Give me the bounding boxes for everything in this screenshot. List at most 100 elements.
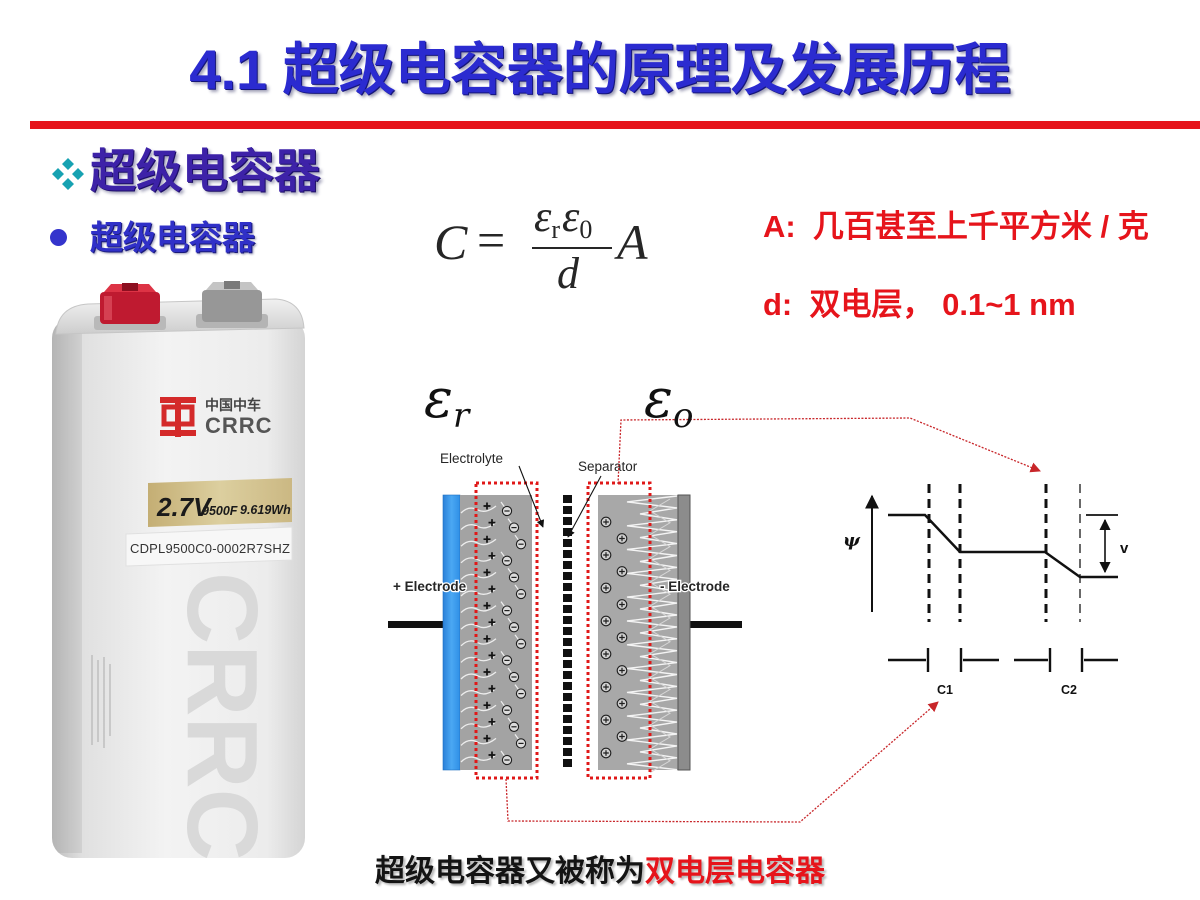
positive-charge-mark xyxy=(488,552,496,560)
negative-electrode-plate xyxy=(677,494,691,771)
watermark-clip: CRRC xyxy=(166,572,278,861)
potential-profile-diagram: ψ v C1 C2 xyxy=(843,484,1129,697)
electrolyte-molecule-trace xyxy=(460,638,497,647)
electrode-pore-inner xyxy=(649,498,671,774)
negative-terminal-nub xyxy=(224,281,240,289)
positive-charge-mark xyxy=(488,718,496,726)
title-divider-bar xyxy=(30,121,1200,129)
positive-charge-mark xyxy=(483,568,491,576)
positive-double-layer-highlight-box xyxy=(474,481,539,780)
rating-capacitance: 9500F xyxy=(202,504,238,518)
cation-plus-mark xyxy=(619,667,625,674)
negative-terminal-body xyxy=(202,290,262,322)
positive-terminal-highlight xyxy=(104,296,112,320)
formula-denominator: d xyxy=(557,249,579,298)
slide-caption: 超级电容器又被称为双电层电容器 xyxy=(0,854,1200,890)
battery-body xyxy=(52,318,305,858)
electrode-pore-teeth xyxy=(626,495,678,771)
cation-plus-mark xyxy=(603,684,609,690)
positive-electrode-plate xyxy=(442,494,461,771)
negative-terminal xyxy=(196,281,268,328)
spec-text-lines xyxy=(91,655,111,748)
supercapacitor-product-picture: 中国中车 CRRC 2.7V 9500F 9.619Wh CDPL9500C0-… xyxy=(52,281,305,861)
crrc-logo-icon xyxy=(160,397,196,437)
positive-charge-mark xyxy=(483,734,491,742)
brand-name-en: CRRC xyxy=(205,413,273,438)
bullet-dot-icon xyxy=(50,229,67,246)
cation-plus-mark xyxy=(619,568,625,575)
formula-epsilon-vacuum: ε xyxy=(562,192,580,241)
connector-arrow-to-potential-profile xyxy=(617,417,1041,485)
negative-electrode-label: - Electrode xyxy=(660,579,730,594)
connector-arrow-to-capacitor-series xyxy=(505,701,939,823)
electrolyte-molecule-trace xyxy=(460,522,497,531)
cation-plus-mark xyxy=(619,733,625,740)
cation-plus-mark xyxy=(619,634,625,641)
formula-equals-sign: = xyxy=(477,212,506,268)
electrolyte-molecule-trace xyxy=(460,754,497,763)
negative-lead-wire xyxy=(690,621,742,628)
eps-o-base: ε xyxy=(644,367,673,430)
diamond-cluster-icon xyxy=(52,158,84,190)
electrolyte-molecule-trace xyxy=(460,654,497,663)
positive-lead-wire xyxy=(388,621,443,628)
positive-charge-mark xyxy=(488,651,496,659)
cation-plus-mark xyxy=(603,552,609,558)
negative-side-electrolyte-region xyxy=(598,495,680,770)
formula-fraction-bar xyxy=(532,247,612,249)
cation-plus-mark xyxy=(603,585,609,591)
cation-plus-mark xyxy=(603,717,609,723)
formula-epsilon-relative: ε xyxy=(534,192,552,241)
caption-highlight: 双电层电容器 xyxy=(645,855,825,888)
cation-plus-mark xyxy=(603,750,609,756)
positive-charge-mark xyxy=(488,585,496,593)
electrolyte-molecule-trace xyxy=(460,588,497,597)
eps-o-subscript: o xyxy=(672,396,694,436)
formula-area-symbol: A xyxy=(617,214,648,270)
capacitor-c2-label: C2 xyxy=(1061,683,1077,697)
cation-plus-mark xyxy=(603,519,609,525)
model-label-band xyxy=(125,526,293,567)
slide-title: 4.1 超级电容器的原理及发展历程 xyxy=(189,38,1011,101)
positive-charge-mark xyxy=(488,519,496,527)
brand-watermark: CRRC xyxy=(166,572,278,861)
ion-charges-layer xyxy=(460,495,678,774)
voltage-label: v xyxy=(1120,540,1129,557)
cation-plus-mark xyxy=(619,535,625,542)
positive-charge-mark xyxy=(488,685,496,693)
electrolyte-molecule-trace xyxy=(460,605,497,614)
electrolyte-label: Electrolyte xyxy=(440,451,503,466)
positive-electrode-label: + Electrode xyxy=(393,579,467,594)
positive-charge-mark xyxy=(488,751,496,759)
potential-axis-label: ψ xyxy=(843,530,861,551)
electrolyte-molecule-trace xyxy=(460,688,497,697)
electrolyte-molecule-trace xyxy=(460,621,497,630)
capacitor-c1-label: C1 xyxy=(937,683,953,697)
electrolyte-molecule-trace xyxy=(460,704,497,713)
electrolyte-molecule-trace xyxy=(460,571,497,580)
positive-charge-mark xyxy=(483,701,491,709)
model-number: CDPL9500C0-0002R7SHZ xyxy=(130,541,290,556)
capacitance-formula: C = εrε0 d A xyxy=(430,190,662,300)
potential-curve xyxy=(888,513,1118,579)
negative-double-layer-highlight-box xyxy=(586,481,652,780)
electrolyte-molecule-trace xyxy=(460,555,497,564)
electrolyte-molecule-trace xyxy=(460,538,497,547)
brand-name-cn: 中国中车 xyxy=(205,397,261,413)
electrolyte-molecule-trace xyxy=(460,737,497,746)
cation-plus-mark xyxy=(619,700,625,707)
positive-charge-mark xyxy=(483,502,491,510)
positive-terminal xyxy=(94,283,166,330)
electrolyte-molecule-trace xyxy=(460,505,497,514)
bullet-item-text: 超级电容器 xyxy=(90,219,255,256)
series-capacitor-symbols xyxy=(888,648,1118,672)
area-note: A: 几百甚至上千平方米 / 克 xyxy=(763,209,1149,244)
distance-note: d: 双电层， 0.1~1 nm xyxy=(763,287,1076,322)
double-layer-diagram: Electrolyte Separator + Electrode - Elec… xyxy=(388,451,742,780)
formula-capacitance-symbol: C xyxy=(434,214,468,270)
positive-terminal-nub xyxy=(122,283,138,291)
rating-energy: 9.619Wh xyxy=(240,503,291,517)
formula-subscript-r: r xyxy=(551,215,561,244)
